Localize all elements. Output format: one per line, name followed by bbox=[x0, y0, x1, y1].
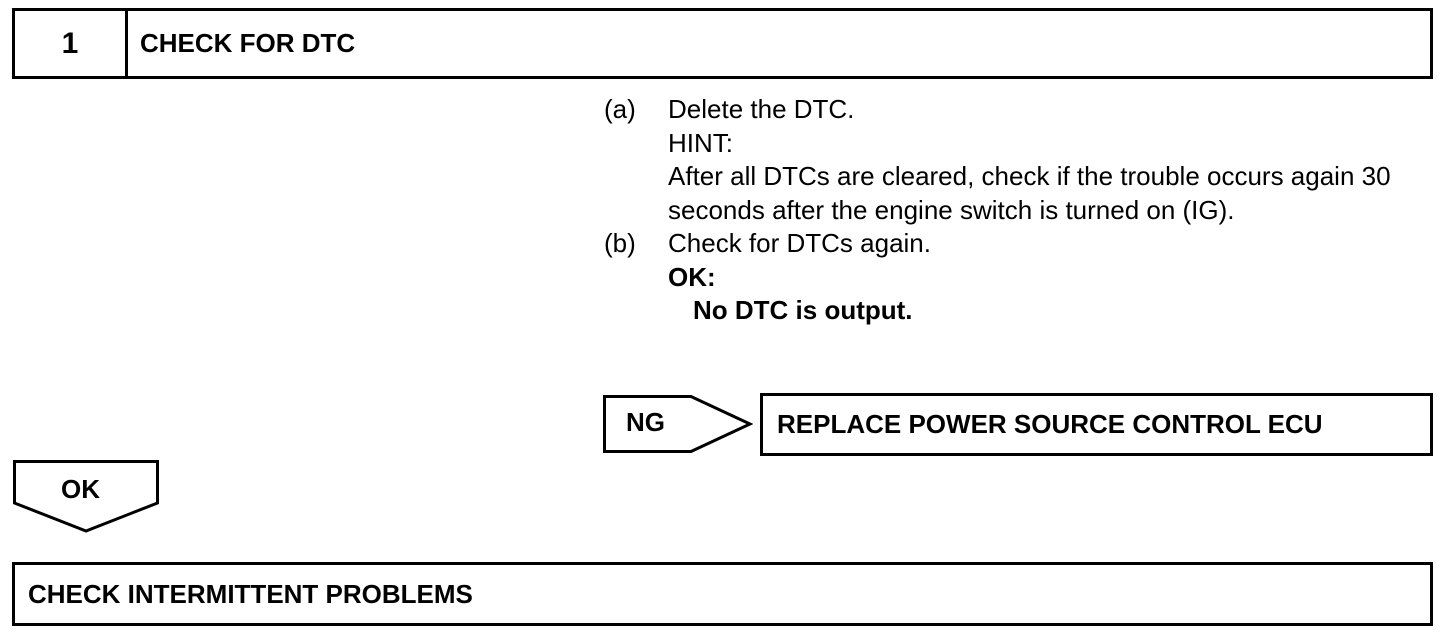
ok-criteria-label: OK: bbox=[668, 261, 716, 292]
instruction-a-text: Delete the DTC. bbox=[668, 94, 855, 124]
step-title: CHECK FOR DTC bbox=[140, 28, 356, 58]
step-header: 1 CHECK FOR DTC bbox=[12, 8, 1433, 79]
hint-text: After all DTCs are cleared, check if the… bbox=[668, 161, 1391, 225]
step-number: 1 bbox=[15, 11, 128, 76]
instruction-a: (a) Delete the DTC. HINT: After all DTCs… bbox=[604, 93, 1404, 227]
instructions: (a) Delete the DTC. HINT: After all DTCs… bbox=[604, 93, 1404, 328]
ok-action-box: CHECK INTERMITTENT PROBLEMS bbox=[12, 562, 1433, 626]
instruction-b-label: (b) bbox=[604, 228, 636, 258]
ok-arrow-icon bbox=[13, 460, 159, 533]
instruction-b-text: Check for DTCs again. bbox=[668, 228, 931, 258]
ok-criteria-text: No DTC is output. bbox=[693, 295, 913, 325]
ok-label: OK bbox=[61, 474, 100, 504]
ng-label: NG bbox=[626, 407, 665, 437]
hint-label: HINT: bbox=[668, 127, 733, 158]
instruction-b: (b) Check for DTCs again. OK: No DTC is … bbox=[604, 227, 1404, 328]
instruction-a-label: (a) bbox=[604, 94, 636, 124]
ng-action-box: REPLACE POWER SOURCE CONTROL ECU bbox=[760, 393, 1433, 456]
ng-arrow-icon bbox=[603, 395, 753, 453]
